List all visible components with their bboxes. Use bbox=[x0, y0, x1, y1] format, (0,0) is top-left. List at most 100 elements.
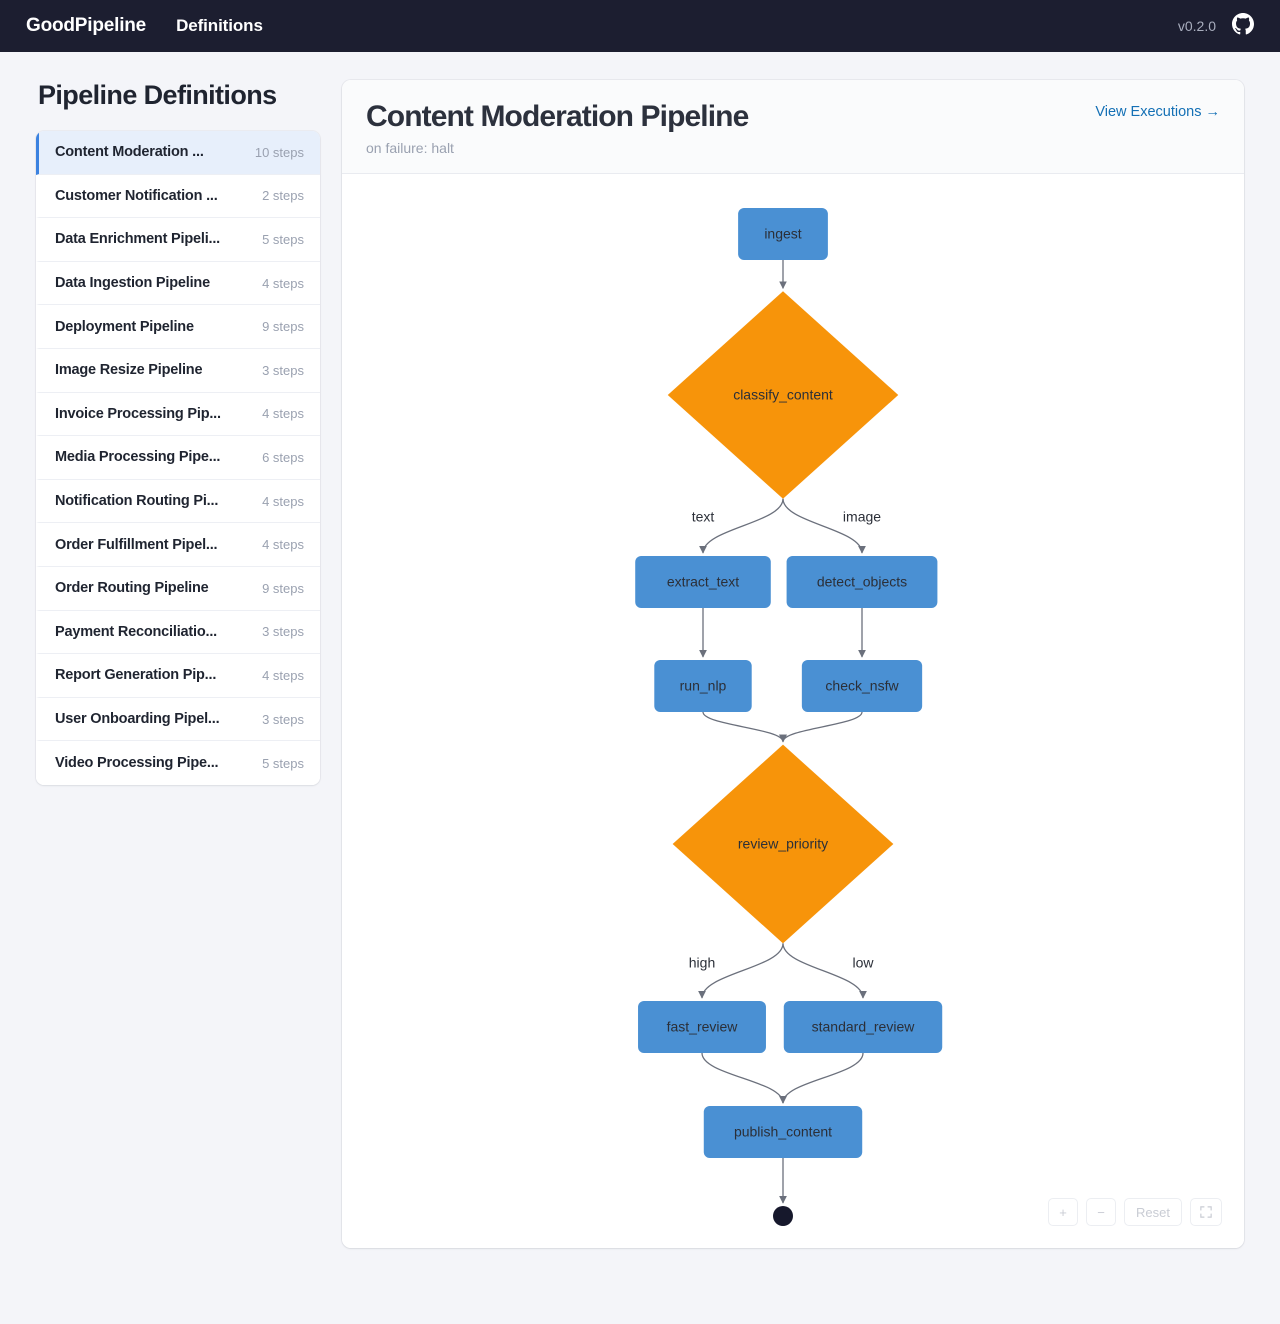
graph-edge bbox=[779, 1052, 864, 1104]
graph-node-step[interactable] bbox=[783, 1001, 943, 1053]
pipeline-item-name: Data Enrichment Pipeli... bbox=[55, 231, 221, 248]
fit-screen-icon bbox=[1200, 1206, 1212, 1218]
graph-node-label: detect_objects bbox=[817, 574, 907, 590]
graph-edge bbox=[702, 711, 787, 743]
pipeline-item-step-count: 4 steps bbox=[262, 493, 304, 509]
pipeline-list-item[interactable]: Video Processing Pipe... 5 steps bbox=[36, 741, 320, 785]
pipeline-title: Content Moderation Pipeline bbox=[366, 100, 749, 133]
pipeline-item-step-count: 4 steps bbox=[262, 406, 304, 422]
pipeline-detail-card: Content Moderation Pipeline on failure: … bbox=[342, 80, 1244, 1248]
graph-edge-label: image bbox=[843, 509, 881, 525]
graph-nodes: ingest classify_content extract_text detect… bbox=[635, 208, 943, 1226]
pipeline-list-item[interactable]: Payment Reconciliatio... 3 steps bbox=[36, 610, 320, 655]
pipeline-item-step-count: 4 steps bbox=[262, 667, 304, 683]
top-navbar: GoodPipeline Definitions v0.2.0 bbox=[0, 0, 1280, 52]
pipeline-item-name: Media Processing Pipe... bbox=[55, 449, 221, 466]
sidebar: Pipeline Definitions Content Moderation … bbox=[36, 52, 320, 785]
graph-node-step[interactable] bbox=[638, 1001, 766, 1053]
zoom-out-button[interactable]: − bbox=[1086, 1198, 1117, 1226]
graph-edges bbox=[698, 260, 867, 1204]
pipeline-item-step-count: 3 steps bbox=[262, 624, 304, 640]
pipeline-list-item[interactable]: Order Fulfillment Pipel... 4 steps bbox=[36, 523, 320, 567]
github-icon[interactable] bbox=[1232, 12, 1254, 40]
pipeline-item-step-count: 9 steps bbox=[262, 319, 304, 335]
pipeline-item-step-count: 5 steps bbox=[262, 755, 304, 771]
pipeline-item-step-count: 9 steps bbox=[262, 580, 304, 596]
brand-logo[interactable]: GoodPipeline bbox=[26, 15, 147, 36]
graph-edge bbox=[701, 1052, 787, 1104]
pipeline-list-item[interactable]: Data Ingestion Pipeline 4 steps bbox=[36, 261, 320, 306]
pipeline-item-step-count: 6 steps bbox=[262, 449, 304, 465]
pipeline-item-name: Customer Notification ... bbox=[55, 187, 218, 204]
pipeline-item-step-count: 4 steps bbox=[262, 275, 304, 291]
nav-item-definitions[interactable]: Definitions bbox=[176, 16, 263, 35]
pipeline-failure-policy: on failure: halt bbox=[366, 140, 454, 156]
pipeline-list-item[interactable]: Notification Routing Pi... 4 steps bbox=[36, 479, 320, 524]
graph-edge-label-backdrop bbox=[837, 507, 887, 527]
pipeline-list-item[interactable]: Content Moderation ... 10 steps bbox=[36, 131, 320, 175]
pipeline-item-step-count: 10 steps bbox=[254, 144, 304, 160]
fit-to-screen-button[interactable] bbox=[1190, 1198, 1222, 1226]
pipeline-list-item[interactable]: Media Processing Pipe... 6 steps bbox=[36, 436, 320, 480]
pipeline-item-name: Content Moderation ... bbox=[55, 144, 204, 161]
graph-zoom-controls: +−Reset bbox=[1048, 1198, 1222, 1226]
graph-edge bbox=[699, 498, 784, 554]
graph-node-label: ingest bbox=[764, 226, 801, 242]
graph-node-label: standard_review bbox=[812, 1019, 916, 1035]
navbar-right: v0.2.0 bbox=[1177, 12, 1254, 40]
graph-node-step[interactable] bbox=[801, 660, 923, 712]
graph-edge-label-backdrop bbox=[682, 507, 724, 527]
pipeline-list-item[interactable]: User Onboarding Pipel... 3 steps bbox=[36, 697, 320, 742]
graph-node-decision[interactable] bbox=[667, 291, 899, 499]
pipeline-item-step-count: 5 steps bbox=[262, 231, 304, 247]
graph-edge-label: low bbox=[852, 955, 874, 971]
view-executions-link[interactable]: View Executions → bbox=[1095, 104, 1220, 120]
graph-node-label: check_nsfw bbox=[825, 678, 899, 694]
pipeline-item-name: Deployment Pipeline bbox=[55, 318, 194, 335]
graph-node-step[interactable] bbox=[635, 556, 771, 608]
pipeline-list-item[interactable]: Report Generation Pip...4 steps bbox=[36, 654, 320, 698]
graph-node-label: publish_content bbox=[734, 1124, 832, 1140]
pipeline-graph-canvas[interactable]: ingest classify_content extract_text detect… bbox=[342, 174, 1244, 1248]
page-title: Pipeline Definitions bbox=[38, 80, 277, 110]
pipeline-item-name: User Onboarding Pipel... bbox=[55, 711, 220, 728]
pipeline-detail-header: Content Moderation Pipeline on failure: … bbox=[342, 80, 1244, 174]
graph-node-label: run_nlp bbox=[680, 678, 727, 694]
pipeline-item-name: Notification Routing Pi... bbox=[55, 493, 219, 510]
graph-edge bbox=[782, 943, 867, 999]
zoom-reset-button[interactable]: Reset bbox=[1124, 1198, 1182, 1226]
pipeline-item-name: Data Ingestion Pipeline bbox=[55, 275, 210, 292]
version-label: v0.2.0 bbox=[1177, 18, 1216, 34]
pipeline-list-item[interactable]: Invoice Processing Pip...4 steps bbox=[36, 392, 320, 437]
pipeline-list-item[interactable]: Customer Notification ... 2 steps bbox=[36, 174, 320, 219]
graph-node-step[interactable] bbox=[703, 1106, 863, 1158]
pipeline-flowchart: ingest classify_content extract_text detect… bbox=[635, 208, 943, 1226]
pipeline-item-step-count: 4 steps bbox=[262, 537, 304, 553]
pipeline-list-item[interactable]: Deployment Pipeline 9 steps bbox=[36, 305, 320, 349]
pipeline-item-name: Video Processing Pipe... bbox=[55, 755, 219, 772]
graph-edge-label-backdrop bbox=[846, 953, 880, 973]
graph-node-label: fast_review bbox=[667, 1019, 739, 1035]
graph-edge bbox=[782, 498, 866, 554]
graph-edge-label: high bbox=[689, 955, 715, 971]
graph-node-decision[interactable] bbox=[672, 744, 894, 944]
graph-edge-label-backdrop bbox=[681, 953, 723, 973]
zoom-in-button[interactable]: + bbox=[1048, 1198, 1079, 1226]
graph-node-label: extract_text bbox=[667, 574, 739, 590]
graph-node-step[interactable] bbox=[786, 556, 938, 608]
pipeline-item-step-count: 2 steps bbox=[262, 188, 304, 204]
pipeline-item-step-count: 3 steps bbox=[262, 711, 304, 727]
graph-node-step[interactable] bbox=[738, 208, 828, 260]
pipeline-list-item[interactable]: Data Enrichment Pipeli... 5 steps bbox=[36, 218, 320, 262]
pipeline-item-name: Payment Reconciliatio... bbox=[55, 623, 217, 640]
graph-edge bbox=[779, 711, 863, 743]
graph-node-label: classify_content bbox=[733, 387, 833, 403]
pipeline-item-step-count: 3 steps bbox=[262, 362, 304, 378]
pipeline-item-name: Order Fulfillment Pipel... bbox=[55, 536, 218, 553]
graph-node-step[interactable] bbox=[654, 660, 752, 712]
graph-node-terminal[interactable] bbox=[773, 1206, 793, 1226]
